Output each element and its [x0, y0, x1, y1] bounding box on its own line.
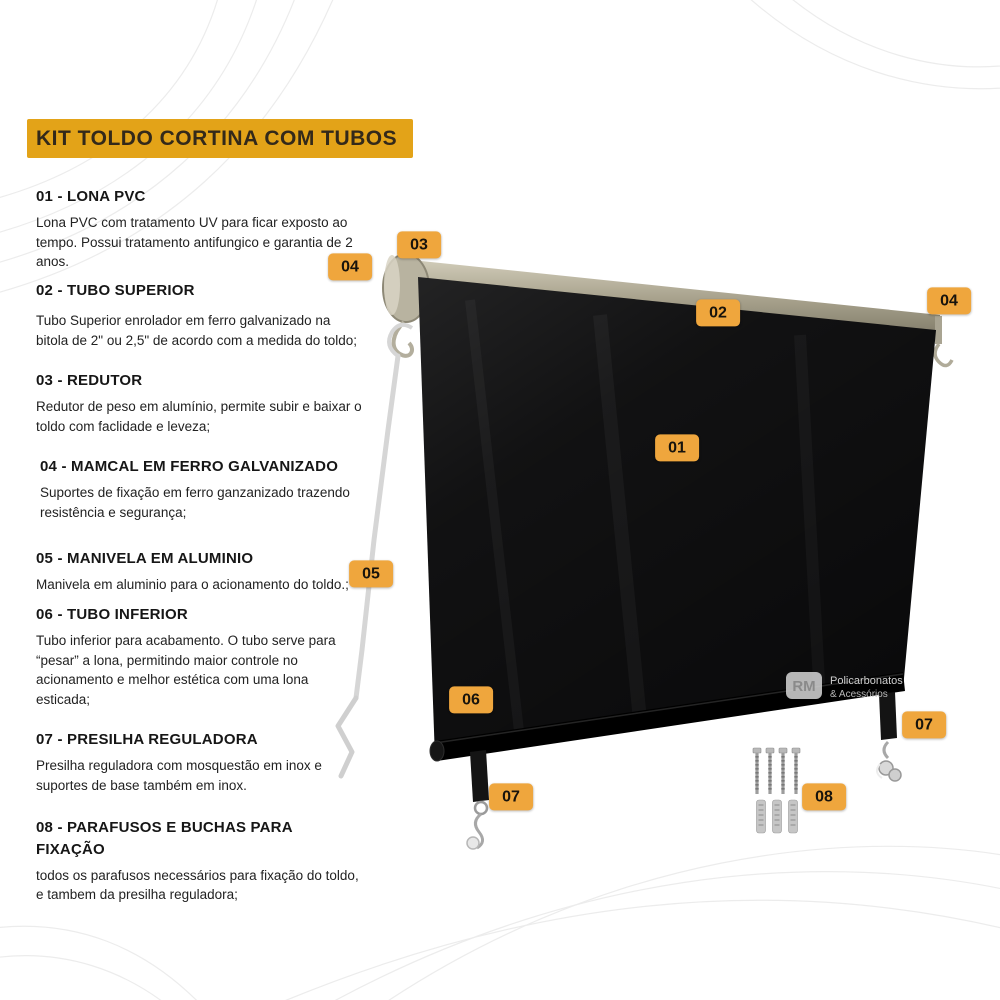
- part-body-07: Presilha reguladora com mosquestão em in…: [36, 758, 322, 793]
- part-badge-03: 03: [397, 231, 441, 259]
- part-heading-04: 04 - MAMCAL EM FERRO GALVANIZADO: [40, 458, 339, 475]
- part-item-06: 06 - TUBO INFERIOR Tubo inferior para ac…: [36, 606, 362, 709]
- part-heading-08: 08 - PARAFUSOS E BUCHAS PARA FIXAÇÃO: [36, 819, 293, 858]
- part-item-02: 02 - TUBO SUPERIOR Tubo Superior enrolad…: [36, 282, 362, 350]
- part-item-05: 05 - MANIVELA EM ALUMINIO Manivela em al…: [36, 550, 362, 595]
- title-banner: KIT TOLDO CORTINA COM TUBOS: [27, 119, 413, 158]
- part-body-01: Lona PVC com tratamento UV para ficar ex…: [36, 215, 353, 270]
- right-strap-illustration: [876, 692, 902, 782]
- part-item-03: 03 - REDUTOR Redutor de peso em alumínio…: [36, 372, 362, 436]
- part-heading-03: 03 - REDUTOR: [36, 372, 143, 389]
- reducer-illustration: [382, 253, 430, 358]
- part-item-08: 08 - PARAFUSOS E BUCHAS PARA FIXAÇÃO tod…: [36, 817, 362, 905]
- crank-rod-illustration: [335, 322, 414, 779]
- part-body-08: todos os parafusos necessários para fixa…: [36, 867, 359, 903]
- tarp-illustration: [418, 277, 936, 759]
- part-badge-07-right: 07: [902, 711, 946, 739]
- part-badge-07-left: 07: [489, 783, 533, 811]
- part-body-04: Suportes de fixação em ferro ganzanizado…: [40, 485, 350, 520]
- part-badge-02: 02: [696, 299, 740, 327]
- left-strap-illustration: [466, 750, 489, 850]
- brand-watermark: RM Policarbonatos & Acessórios: [786, 672, 903, 700]
- part-heading-06: 06 - TUBO INFERIOR: [36, 606, 188, 623]
- brand-line2: & Acessórios: [830, 689, 888, 700]
- part-heading-02: 02 - TUBO SUPERIOR: [36, 282, 195, 299]
- part-heading-01: 01 - LONA PVC: [36, 188, 146, 205]
- screws-illustration: [751, 746, 802, 833]
- right-bracket-illustration: [933, 316, 954, 368]
- part-badge-06: 06: [449, 686, 493, 714]
- brand-line1: Policarbonatos: [830, 675, 903, 687]
- part-item-01: 01 - LONA PVC Lona PVC com tratamento UV…: [36, 188, 362, 272]
- part-body-06: Tubo inferior para acabamento. O tubo se…: [36, 633, 336, 707]
- part-body-05: Manivela em aluminio para o acionamento …: [36, 577, 349, 592]
- part-badge-08: 08: [802, 783, 846, 811]
- part-item-04: 04 - MAMCAL EM FERRO GALVANIZADO Suporte…: [40, 458, 366, 522]
- part-heading-07: 07 - PRESILHA REGULADORA: [36, 731, 258, 748]
- part-badge-05: 05: [349, 560, 393, 588]
- page-title: KIT TOLDO CORTINA COM TUBOS: [36, 126, 398, 150]
- part-body-03: Redutor de peso em alumínio, permite sub…: [36, 399, 362, 434]
- part-badge-04-left: 04: [328, 253, 372, 281]
- part-body-02: Tubo Superior enrolador em ferro galvani…: [36, 313, 358, 348]
- brand-logo: RM: [792, 678, 815, 695]
- part-heading-05: 05 - MANIVELA EM ALUMINIO: [36, 550, 254, 567]
- part-badge-01: 01: [655, 434, 699, 462]
- part-item-07: 07 - PRESILHA REGULADORA Presilha regula…: [36, 731, 362, 795]
- part-badge-04-right: 04: [927, 287, 971, 315]
